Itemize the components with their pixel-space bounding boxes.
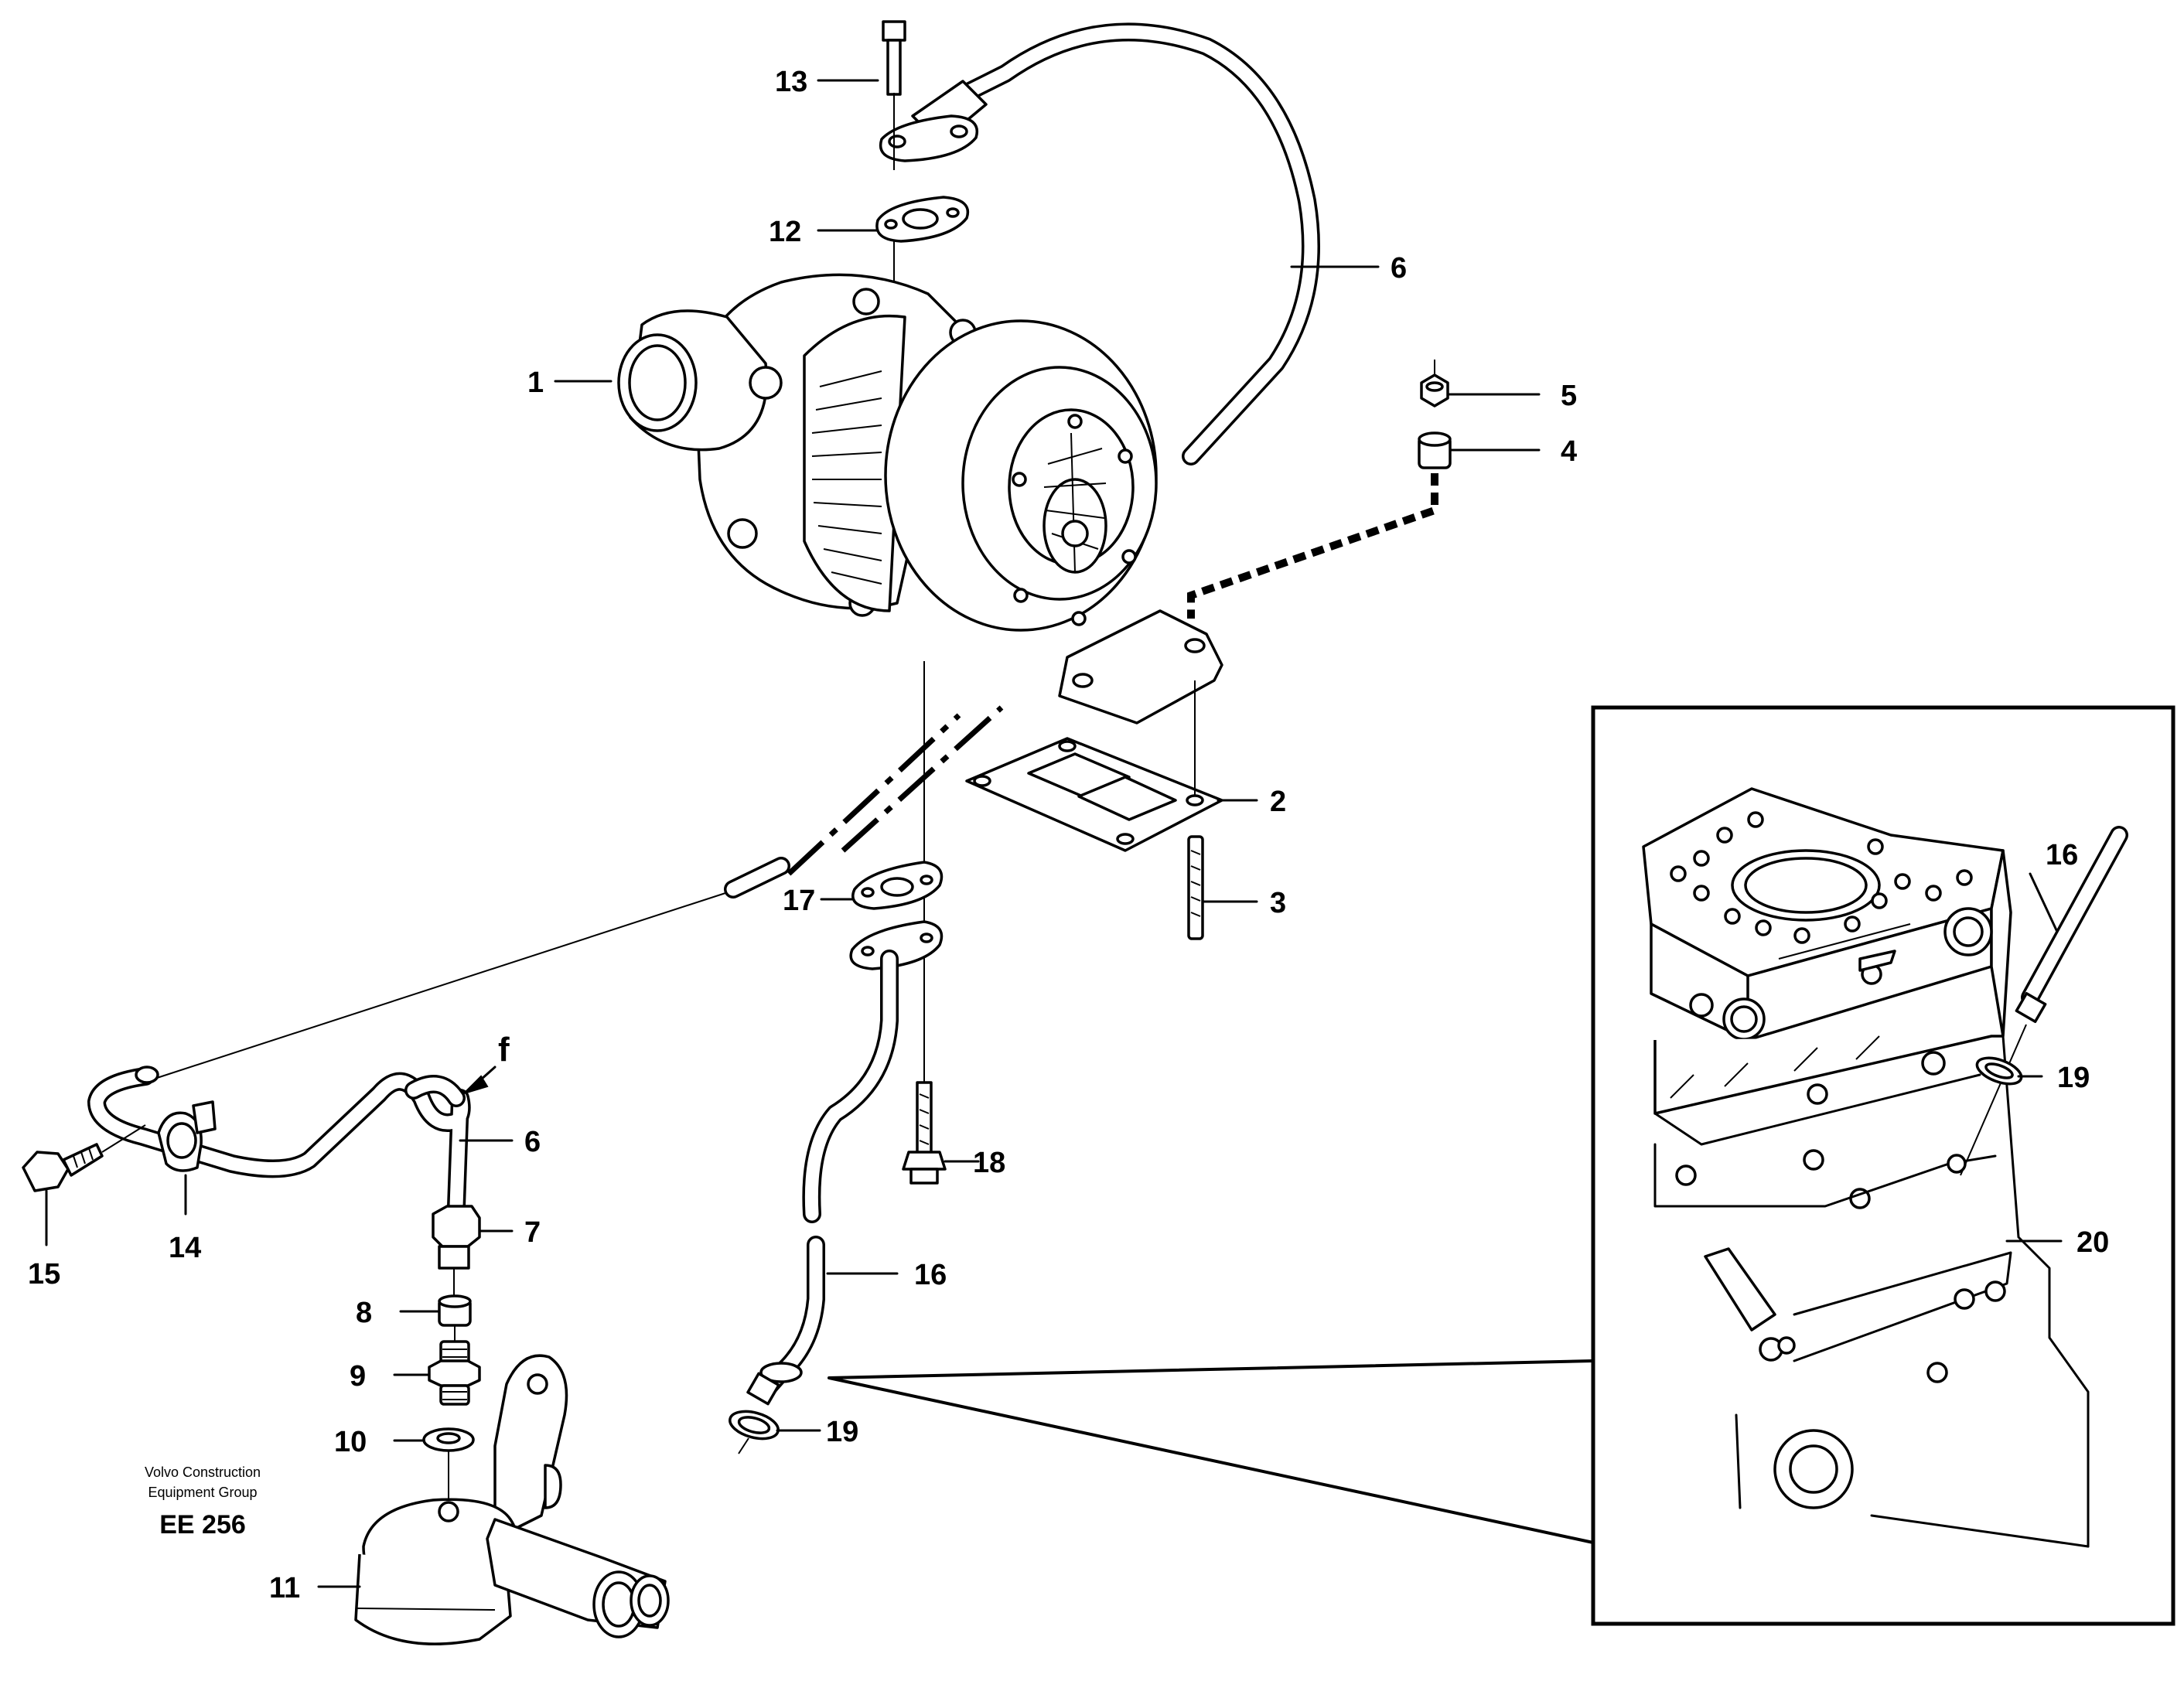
- callout-18: 18: [973, 1147, 1005, 1179]
- callout-labels: 1 2 3 4 5 6 6 7 8 9 10 11 12 13 14 15 16…: [28, 66, 2109, 1604]
- nipple-9: [428, 1340, 481, 1406]
- callout-1: 1: [527, 367, 544, 399]
- oil-filter-head-11: [354, 1354, 670, 1645]
- bolt-13: [882, 20, 906, 170]
- drawing-code: EE 256: [159, 1510, 246, 1539]
- inset-o-ring-19: [1975, 1056, 2023, 1086]
- callout-16-inset: 16: [2046, 839, 2078, 871]
- drain-pipe-16-upper: [802, 950, 899, 1223]
- oil-pipe-lower: [87, 1066, 471, 1216]
- bolt-18: [902, 1081, 947, 1185]
- turbine-vanes: [1043, 432, 1107, 573]
- cooling-fins: [811, 370, 882, 585]
- callout-19-inset: 19: [2057, 1062, 2090, 1094]
- callout-9: 9: [350, 1360, 366, 1393]
- assembly-axis-left: [154, 892, 726, 1079]
- publisher-credit: Volvo Construction Equipment Group EE 25…: [145, 1464, 261, 1539]
- credit-line-1: Volvo Construction: [145, 1464, 261, 1480]
- callout-6-lower: 6: [524, 1126, 541, 1158]
- callout-15: 15: [28, 1258, 60, 1291]
- callout-2: 2: [1270, 786, 1286, 818]
- engine-block: [1642, 787, 2090, 1548]
- callout-8: 8: [356, 1297, 372, 1329]
- gasket-12: [875, 196, 970, 309]
- clamp-14: [157, 1100, 217, 1172]
- turbine-studs: [1012, 414, 1137, 626]
- drain-pipe-16-lower: [746, 1236, 825, 1406]
- head-bolt-holes: [1670, 811, 1973, 944]
- callout-13: 13: [775, 66, 807, 98]
- adapter-7: [432, 1205, 481, 1299]
- stud-3: [1187, 835, 1204, 940]
- callout-4: 4: [1561, 435, 1577, 468]
- callout-5: 5: [1561, 380, 1577, 412]
- inset-drain-pipe-16: [1960, 826, 2128, 1176]
- washer-10: [422, 1427, 475, 1508]
- turbocharger: [617, 273, 1223, 725]
- callout-3: 3: [1270, 887, 1286, 919]
- callout-12: 12: [769, 216, 801, 248]
- callout-f: f: [498, 1031, 510, 1069]
- dashed-connection-4: [1187, 473, 1438, 619]
- nut-5: [1420, 360, 1449, 407]
- seal-8: [438, 1294, 472, 1342]
- callout-19-center: 19: [826, 1416, 858, 1448]
- callout-11: 11: [269, 1572, 300, 1604]
- bolt-15: [22, 1124, 146, 1192]
- callout-20: 20: [2077, 1226, 2109, 1259]
- o-ring-19: [729, 1410, 780, 1454]
- callout-6-upper: 6: [1391, 252, 1407, 285]
- credit-line-2: Equipment Group: [148, 1485, 257, 1500]
- gasket-17: [851, 861, 944, 910]
- callout-14: 14: [169, 1232, 201, 1264]
- callout-17: 17: [783, 885, 815, 917]
- drain-dash-lines: [787, 705, 1004, 876]
- callout-10: 10: [334, 1426, 367, 1458]
- leader-lines: [45, 79, 2063, 1588]
- flange-17: [849, 920, 944, 970]
- oil-pipe-upper: [911, 22, 1320, 465]
- pipe-segment-left: [724, 857, 790, 898]
- callout-16-center: 16: [914, 1259, 947, 1291]
- flange-13: [879, 114, 978, 162]
- spacer-4: [1418, 431, 1452, 469]
- callout-7: 7: [524, 1216, 541, 1249]
- gasket-2: [965, 680, 1223, 852]
